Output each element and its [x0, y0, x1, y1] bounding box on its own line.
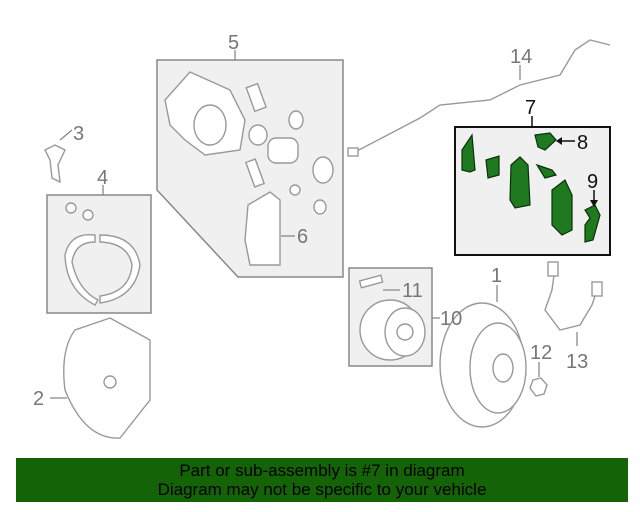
- brake-pads: [461, 132, 601, 243]
- speed-sensor-wire[interactable]: [354, 39, 611, 153]
- callout-4[interactable]: 4: [97, 167, 108, 189]
- callout-7[interactable]: 7: [525, 97, 536, 119]
- brake-pad-kit-box[interactable]: [454, 126, 611, 256]
- callout-3[interactable]: 3: [73, 123, 84, 145]
- caliper-parts: [164, 71, 334, 266]
- bracket-part[interactable]: [44, 144, 66, 184]
- callout-5[interactable]: 5: [228, 32, 239, 54]
- callout-12[interactable]: 12: [530, 342, 552, 364]
- callout-10[interactable]: 10: [440, 308, 462, 330]
- callout-13[interactable]: 13: [566, 351, 588, 373]
- callout-11[interactable]: 11: [402, 280, 423, 302]
- hub-bearing: [358, 274, 426, 361]
- banner-line-2: Diagram may not be specific to your vehi…: [157, 480, 487, 499]
- callout-6[interactable]: 6: [297, 226, 308, 248]
- info-banner: Part or sub-assembly is #7 in diagram Di…: [16, 458, 628, 502]
- callout-8[interactable]: 8: [577, 132, 588, 154]
- callout-2[interactable]: 2: [33, 388, 44, 410]
- arrow-icon: [556, 137, 562, 145]
- arrow-icon: [590, 200, 598, 207]
- brake-shoes: [64, 202, 141, 306]
- brake-hose[interactable]: [544, 267, 598, 331]
- banner-line-1: Part or sub-assembly is #7 in diagram: [179, 461, 465, 480]
- callout-1[interactable]: 1: [491, 265, 502, 287]
- hub-nut[interactable]: [529, 377, 548, 397]
- callout-9[interactable]: 9: [587, 171, 598, 193]
- callout-14[interactable]: 14: [510, 46, 532, 68]
- rotor-center: [492, 353, 514, 383]
